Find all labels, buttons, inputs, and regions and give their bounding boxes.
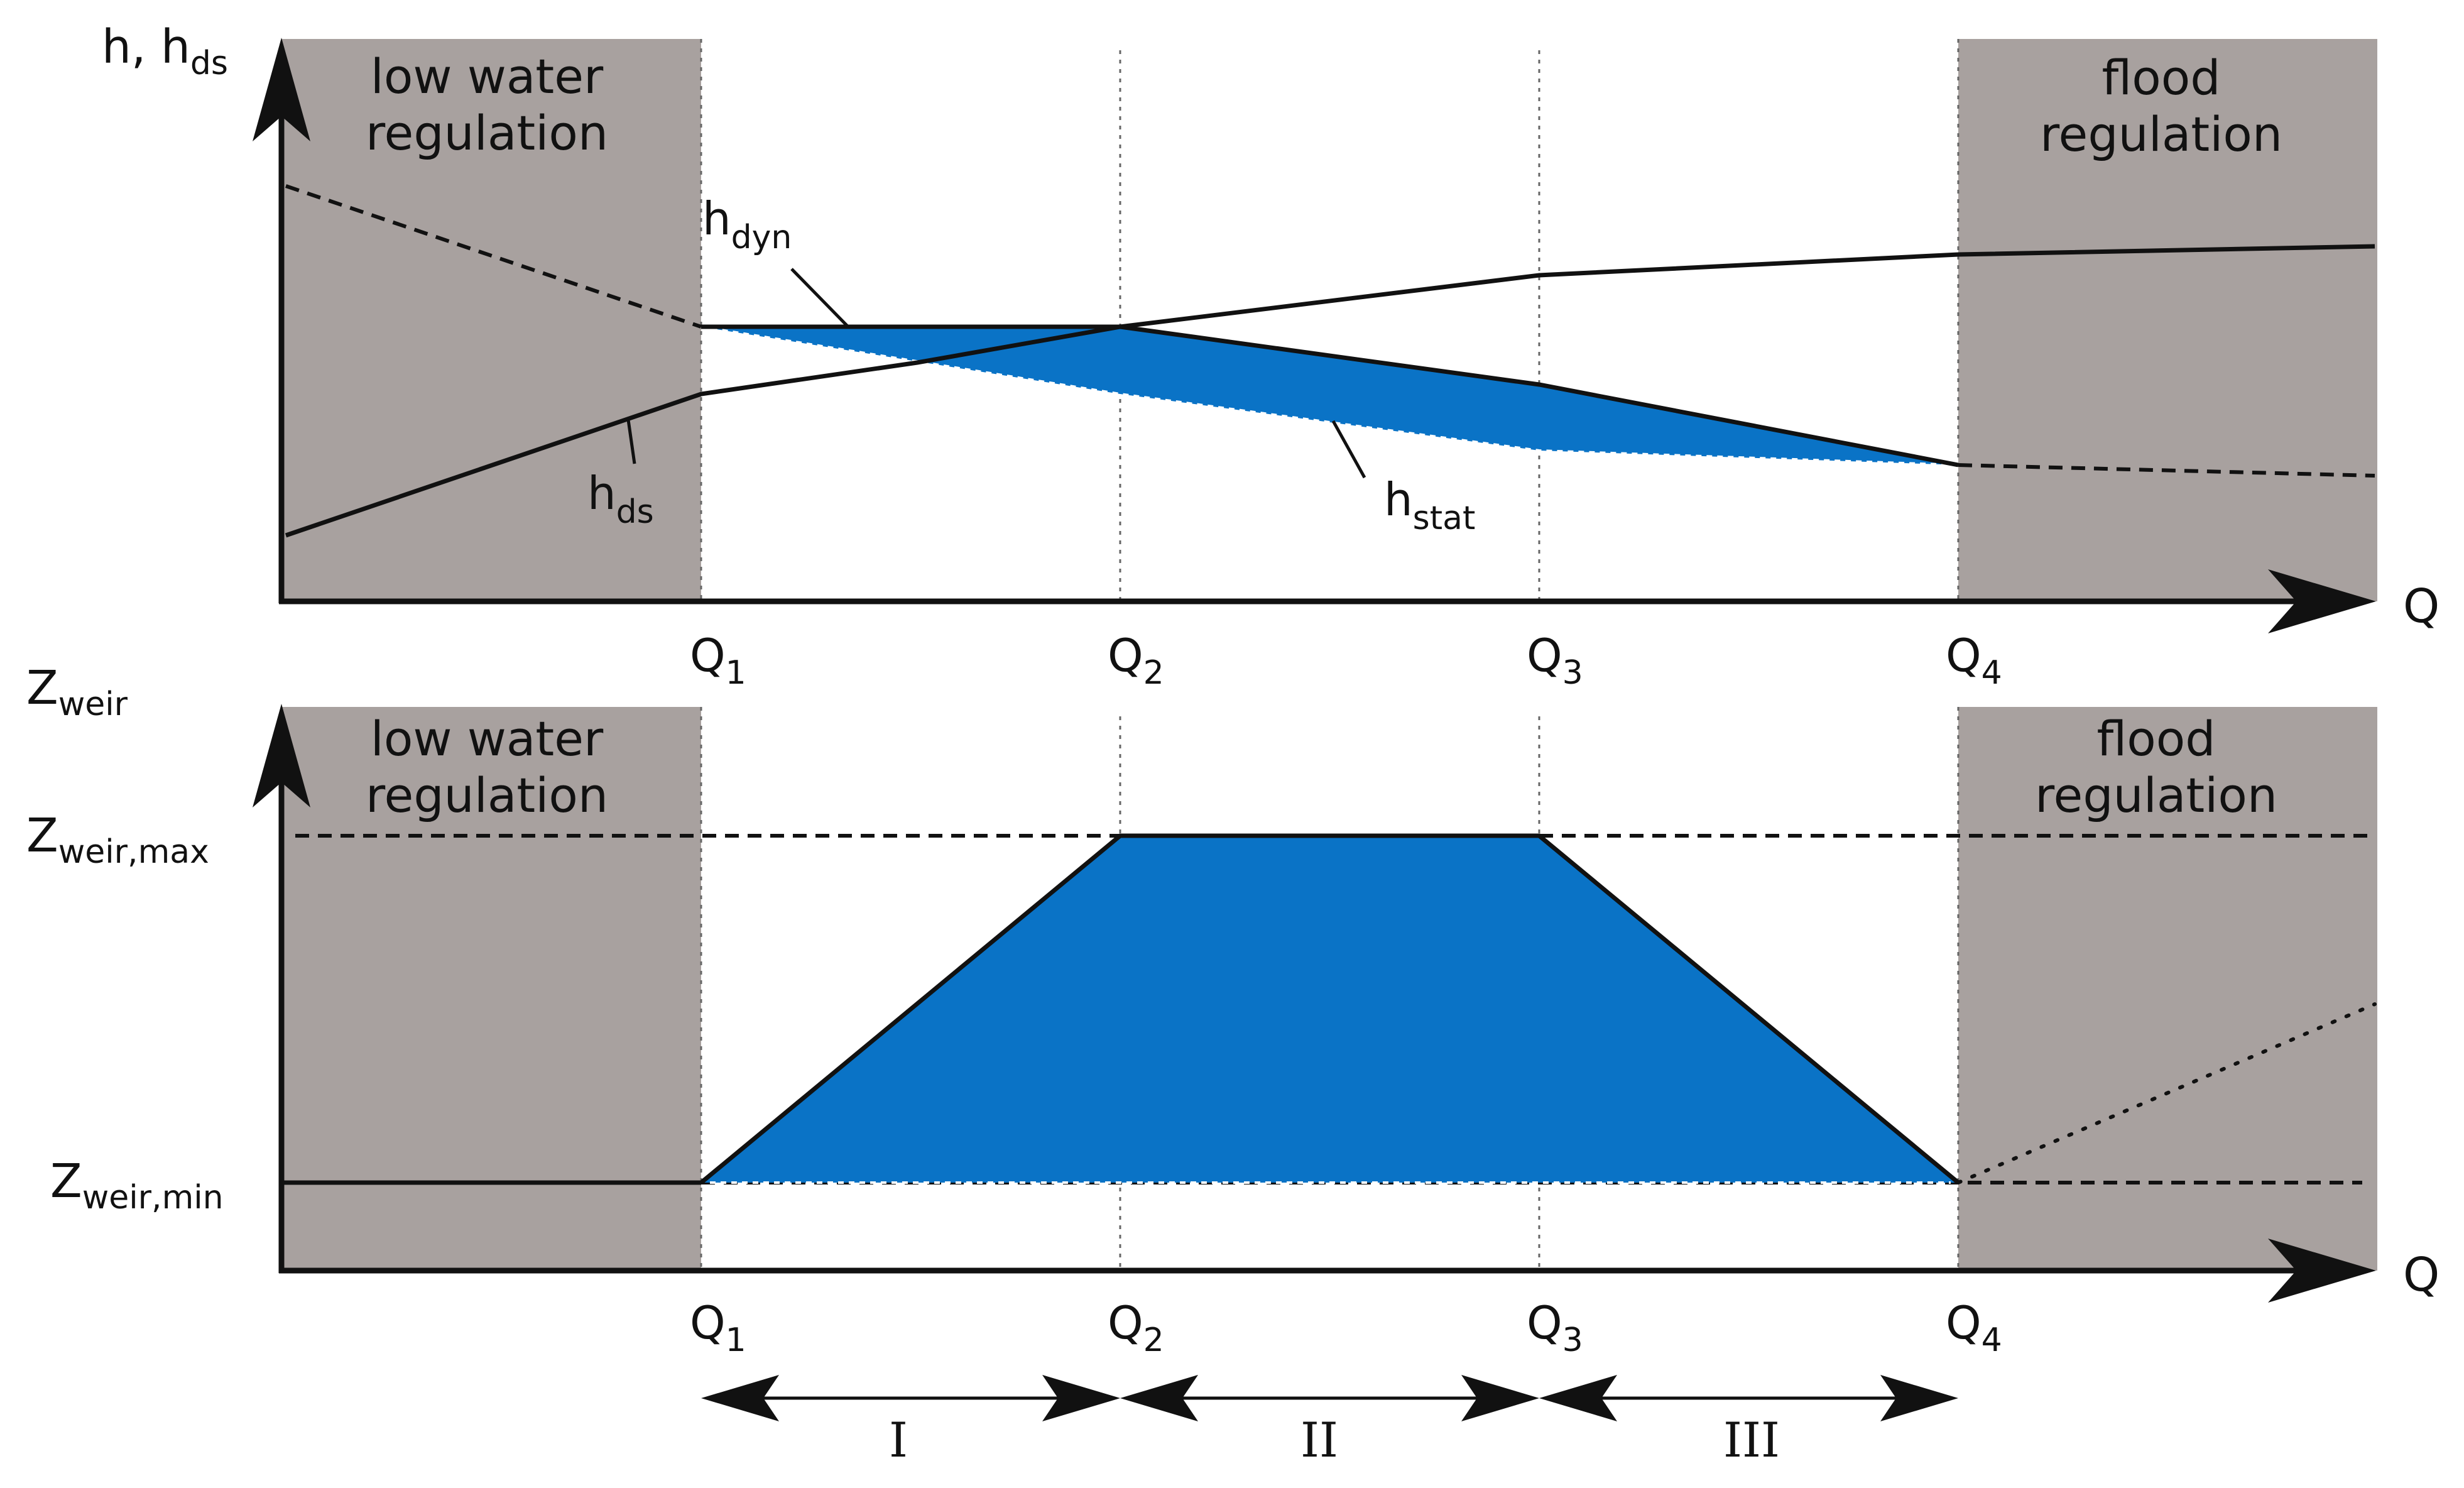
tick-q3-top-sub: 3 — [1562, 654, 1583, 692]
z-weir-max-tick-sub: weir,max — [58, 833, 209, 871]
flood-regulation-zone-top — [1958, 39, 2377, 601]
tick-q2-top-main: Q — [1108, 629, 1143, 682]
tick-q3-bottom: Q3 — [1527, 1296, 1583, 1359]
range-iii-left-arrowhead — [1539, 1375, 1617, 1421]
h-stat-leader — [1331, 420, 1366, 479]
y-axis-label-bottom-main: Z — [26, 661, 58, 715]
h-ds-label: hds — [587, 467, 654, 531]
tick-q3-bottom-sub: 3 — [1562, 1321, 1583, 1359]
tick-q2-top-sub: 2 — [1143, 654, 1164, 692]
tick-q3-bottom-main: Q — [1527, 1296, 1562, 1349]
dynamic-head-band — [701, 327, 1958, 465]
z-weir-max-tick-main: Z — [26, 809, 58, 863]
tick-q2-bottom: Q2 — [1108, 1296, 1164, 1359]
tick-q1-bottom-main: Q — [690, 1296, 726, 1349]
h-ds-label-sub: ds — [616, 493, 654, 531]
range-ii-left-arrowhead — [1120, 1375, 1198, 1421]
weir-operation-band — [701, 836, 1958, 1183]
tick-q1-top-sub: 1 — [726, 654, 746, 692]
h-dyn-label: hdyn — [702, 192, 792, 256]
low-water-region-title-bottom-line1: low water — [371, 711, 604, 767]
low-water-region-title-top-line1: low water — [371, 48, 604, 104]
h-ds-leader — [626, 419, 636, 464]
z-weir-max-tick-label: Zweir,max — [26, 809, 209, 871]
low-water-region-title-top-line2: regulation — [366, 105, 608, 161]
h-stat-dashed-right — [1958, 463, 2375, 478]
h-ds-curve — [285, 244, 2375, 538]
range-ii-label: II — [1300, 1412, 1338, 1468]
tick-q4-top-main: Q — [1946, 629, 1982, 682]
h-ds-label-main: h — [587, 467, 616, 520]
y-axis-label-top: h, hds — [102, 20, 228, 82]
h-stat-label-sub: stat — [1413, 500, 1476, 537]
y-axis-label-top-sub: ds — [190, 45, 228, 82]
bottom-panel: low water regulation flood regulation Zw… — [26, 661, 2439, 1303]
tick-q4-bottom-main: Q — [1946, 1296, 1982, 1349]
tick-q3-top: Q3 — [1527, 629, 1583, 692]
range-iii-right-arrowhead — [1880, 1375, 1958, 1421]
z-weir-min-tick-main: Z — [50, 1154, 82, 1208]
y-axis-label-bottom: Zweir — [26, 661, 128, 723]
tick-q2-bottom-sub: 2 — [1143, 1321, 1164, 1359]
z-weir-trapezoid-outline — [699, 833, 1960, 1184]
h-dyn-curve — [701, 324, 1959, 468]
flood-dotted-trend-line — [1956, 1002, 2377, 1184]
tick-q1-bottom: Q1 — [690, 1296, 746, 1359]
x-axis-arrowhead-bottom — [2268, 1239, 2376, 1303]
x-axis-arrowhead-top — [2268, 569, 2376, 633]
tick-q3-top-main: Q — [1527, 629, 1562, 682]
tick-q1-bottom-sub: 1 — [726, 1321, 746, 1359]
x-ticks-top: Q1 Q2 Q3 Q4 — [690, 629, 2002, 692]
tick-q1-top: Q1 — [690, 629, 746, 692]
h-stat-label: hstat — [1384, 473, 1475, 537]
h-dyn-label-sub: dyn — [731, 219, 792, 256]
low-water-region-title-bottom-line2: regulation — [366, 767, 608, 823]
y-axis-label-bottom-sub: weir — [58, 686, 128, 723]
x-axis-label-bottom: Q — [2403, 1248, 2439, 1302]
flood-region-title-top-line2: regulation — [2040, 106, 2282, 162]
h-stat-label-main: h — [1384, 473, 1413, 526]
range-iii-label: III — [1723, 1412, 1780, 1468]
range-i-label: I — [889, 1412, 908, 1468]
h-dyn-label-main: h — [702, 192, 731, 245]
y-axis-arrowhead-bottom — [253, 704, 310, 807]
tick-q2-top: Q2 — [1108, 629, 1164, 692]
x-axis-label-top: Q — [2403, 579, 2439, 633]
y-axis-arrowhead-top — [253, 38, 310, 141]
tick-q4-top: Q4 — [1946, 629, 2002, 692]
range-arrows: I II III — [701, 1375, 1958, 1468]
tick-q2-bottom-main: Q — [1108, 1296, 1143, 1349]
h-dyn-leader — [790, 268, 849, 328]
tick-q4-bottom: Q4 — [1946, 1296, 2002, 1359]
tick-q4-top-sub: 4 — [1982, 654, 2002, 692]
z-weir-min-tick-label: Zweir,min — [50, 1154, 224, 1217]
tick-q1-top-main: Q — [690, 629, 726, 682]
flood-region-title-bottom-line1: flood — [2096, 711, 2215, 767]
x-ticks-bottom: Q1 Q2 Q3 Q4 — [690, 1296, 2002, 1359]
range-i-right-arrowhead — [1042, 1375, 1120, 1421]
low-water-regulation-zone-bottom — [281, 707, 701, 1271]
range-i-left-arrowhead — [701, 1375, 779, 1421]
top-panel: low water regulation flood regulation hd… — [102, 20, 2439, 633]
range-ii-right-arrowhead — [1461, 1375, 1539, 1421]
z-weir-min-tick-sub: weir,min — [82, 1179, 224, 1217]
tick-q4-bottom-sub: 4 — [1982, 1321, 2002, 1359]
h-stat-dashed-left — [285, 184, 702, 329]
low-water-regulation-zone-top — [281, 39, 701, 601]
flood-region-title-bottom-line2: regulation — [2035, 767, 2277, 823]
flood-regulation-zone-bottom — [1958, 707, 2377, 1271]
y-axis-label-top-main: h, h — [102, 20, 190, 74]
flood-region-title-top-line1: flood — [2101, 50, 2220, 106]
